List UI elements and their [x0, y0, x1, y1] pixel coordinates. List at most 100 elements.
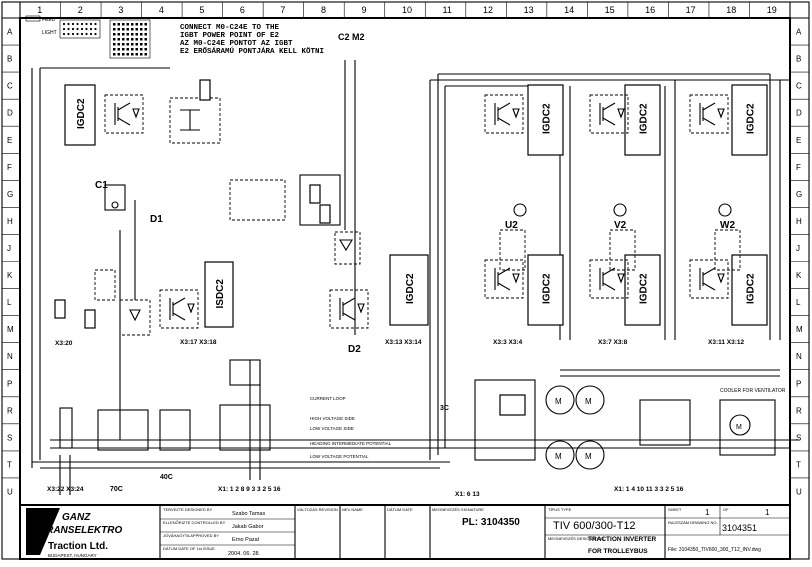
legend-note-5: LOW VOLTAGE POTENTIAL — [310, 454, 369, 459]
driver-block — [527, 84, 564, 156]
driver-block — [527, 254, 564, 326]
designation-2: FOR TROLLEYBUS — [588, 548, 648, 555]
company-name-4: BUDAPEST, HUNGARY — [48, 553, 97, 558]
svg-text:M: M — [555, 452, 562, 461]
column-label: 16 — [645, 5, 655, 15]
column-label: 19 — [767, 5, 777, 15]
row-label: H — [796, 217, 802, 226]
designed-by: Szabo Tamas — [232, 511, 265, 517]
row-label: R — [7, 406, 13, 415]
row-label: P — [7, 379, 12, 388]
driver-block — [731, 254, 768, 326]
label-x3-7-8: X3:7 X3:8 — [598, 339, 628, 346]
column-label: 18 — [726, 5, 736, 15]
label-70c: 70C — [110, 486, 123, 493]
misc-components: M M M M M — [54, 79, 776, 470]
row-label: U — [7, 487, 13, 496]
row-label: K — [7, 271, 13, 280]
igbt-module — [484, 94, 524, 134]
company-name-1: GANZ — [62, 512, 91, 523]
row-label: T — [796, 460, 801, 469]
title-block: GANZ TRANSELEKTRO Traction Ltd. BUDAPEST… — [19, 504, 791, 560]
label-x3-17-18: X3:17 X3:18 — [180, 339, 217, 346]
row-label: U — [796, 487, 802, 496]
row-label: L — [796, 298, 801, 307]
driver-label: IGDC2 — [639, 273, 650, 304]
file-name: File: 3104350_TIV600_300_T12_INV.dwg — [668, 547, 761, 553]
svg-text:M: M — [585, 397, 592, 406]
label-x3-11-12: X3:11 X3:12 — [708, 339, 745, 346]
legend-note-3: LOW VOLTAGE SIDE — [310, 426, 354, 431]
driver-label: IGDC2 — [639, 103, 650, 134]
legend-notes: CURRENT LOOP HIGH VOLTAGE SIDE LOW VOLTA… — [310, 396, 392, 459]
label-cooler: COOLER FOR VENTILATOR — [720, 388, 786, 394]
label-c1: C1 — [95, 180, 108, 191]
approved-label: JÓVÁHAGYTA APPROVED BY — [163, 533, 219, 538]
label-d1: D1 — [150, 214, 163, 225]
igbt-module — [589, 94, 629, 134]
legend-light: LIGHT — [42, 30, 57, 36]
sheet-of: 1 — [765, 508, 770, 517]
driver-label: IGDC2 — [76, 98, 87, 129]
row-label: E — [7, 136, 12, 145]
row-label: F — [7, 163, 12, 172]
row-label: E — [796, 136, 801, 145]
checked-by: Jakab Gabor — [232, 524, 264, 530]
column-label: 2 — [78, 5, 83, 15]
note-line-2: IGBT POWER POINT OF E2 — [180, 32, 280, 40]
driver-block — [731, 84, 768, 156]
label-40c: 40C — [160, 474, 173, 481]
driver-block — [389, 254, 429, 326]
column-label: 7 — [280, 5, 285, 15]
igbt-symbols — [104, 94, 729, 329]
driver-block — [624, 84, 661, 156]
row-label: M — [7, 325, 14, 334]
label-x1-terms: X1: 1 2 8 9 3 3 2 5 16 — [218, 486, 281, 493]
approved-by: Erno Pazal — [232, 537, 259, 543]
column-label: 13 — [524, 5, 534, 15]
drawing-label: RAJZSZÁM DRAWING NO. — [668, 520, 718, 525]
row-label: L — [7, 298, 12, 307]
row-label: C — [7, 82, 13, 91]
sheet-number: 1 — [705, 508, 710, 517]
row-label: H — [7, 217, 13, 226]
row-label: B — [7, 55, 12, 64]
row-label: A — [796, 28, 802, 37]
row-label: D — [796, 109, 802, 118]
of-label: OF — [723, 507, 729, 512]
row-label: M — [796, 325, 803, 334]
signature-label: MEGNEVEZÉS SIGNATURE — [432, 507, 484, 512]
designation-label: MEGNEVEZÉS DESIGNATION — [548, 536, 604, 541]
row-label: R — [796, 406, 802, 415]
column-label: 8 — [321, 5, 326, 15]
date-col-label: DÁTUM DATE — [387, 507, 413, 512]
driver-label: ISDC2 — [215, 279, 226, 309]
type-value: TIV 600/300-T12 — [553, 520, 636, 532]
row-label: S — [796, 433, 801, 442]
revision-label: VÁLTOZÁS REVISION — [297, 507, 338, 512]
label-x3-13-14: X3:13 X3:14 — [385, 339, 422, 346]
column-label: 17 — [686, 5, 696, 15]
label-u2: U2 — [505, 220, 518, 231]
name-label: NEV NAME — [342, 507, 363, 512]
column-label: 3 — [118, 5, 123, 15]
svg-text:M: M — [736, 424, 742, 431]
column-label: 1 — [37, 5, 42, 15]
company-name-3: Traction Ltd. — [48, 541, 108, 552]
column-label: 11 — [443, 5, 452, 15]
note-line-4: E2 ERŐSÁRAMÚ PONTJÁRA KELL KÖTNI — [180, 46, 324, 56]
row-label: N — [796, 352, 802, 361]
label-3c: 3C — [440, 405, 449, 412]
igbt-module — [159, 289, 199, 329]
label-d2: D2 — [348, 344, 361, 355]
row-label: T — [7, 460, 12, 469]
driver-label: IGDC2 — [746, 273, 757, 304]
column-label: 9 — [361, 5, 366, 15]
igbt-module — [329, 289, 369, 329]
label-x1-6-13: X1: 6 13 — [455, 491, 480, 498]
designed-label: TERVEZTE DESIGNED BY — [163, 507, 213, 512]
